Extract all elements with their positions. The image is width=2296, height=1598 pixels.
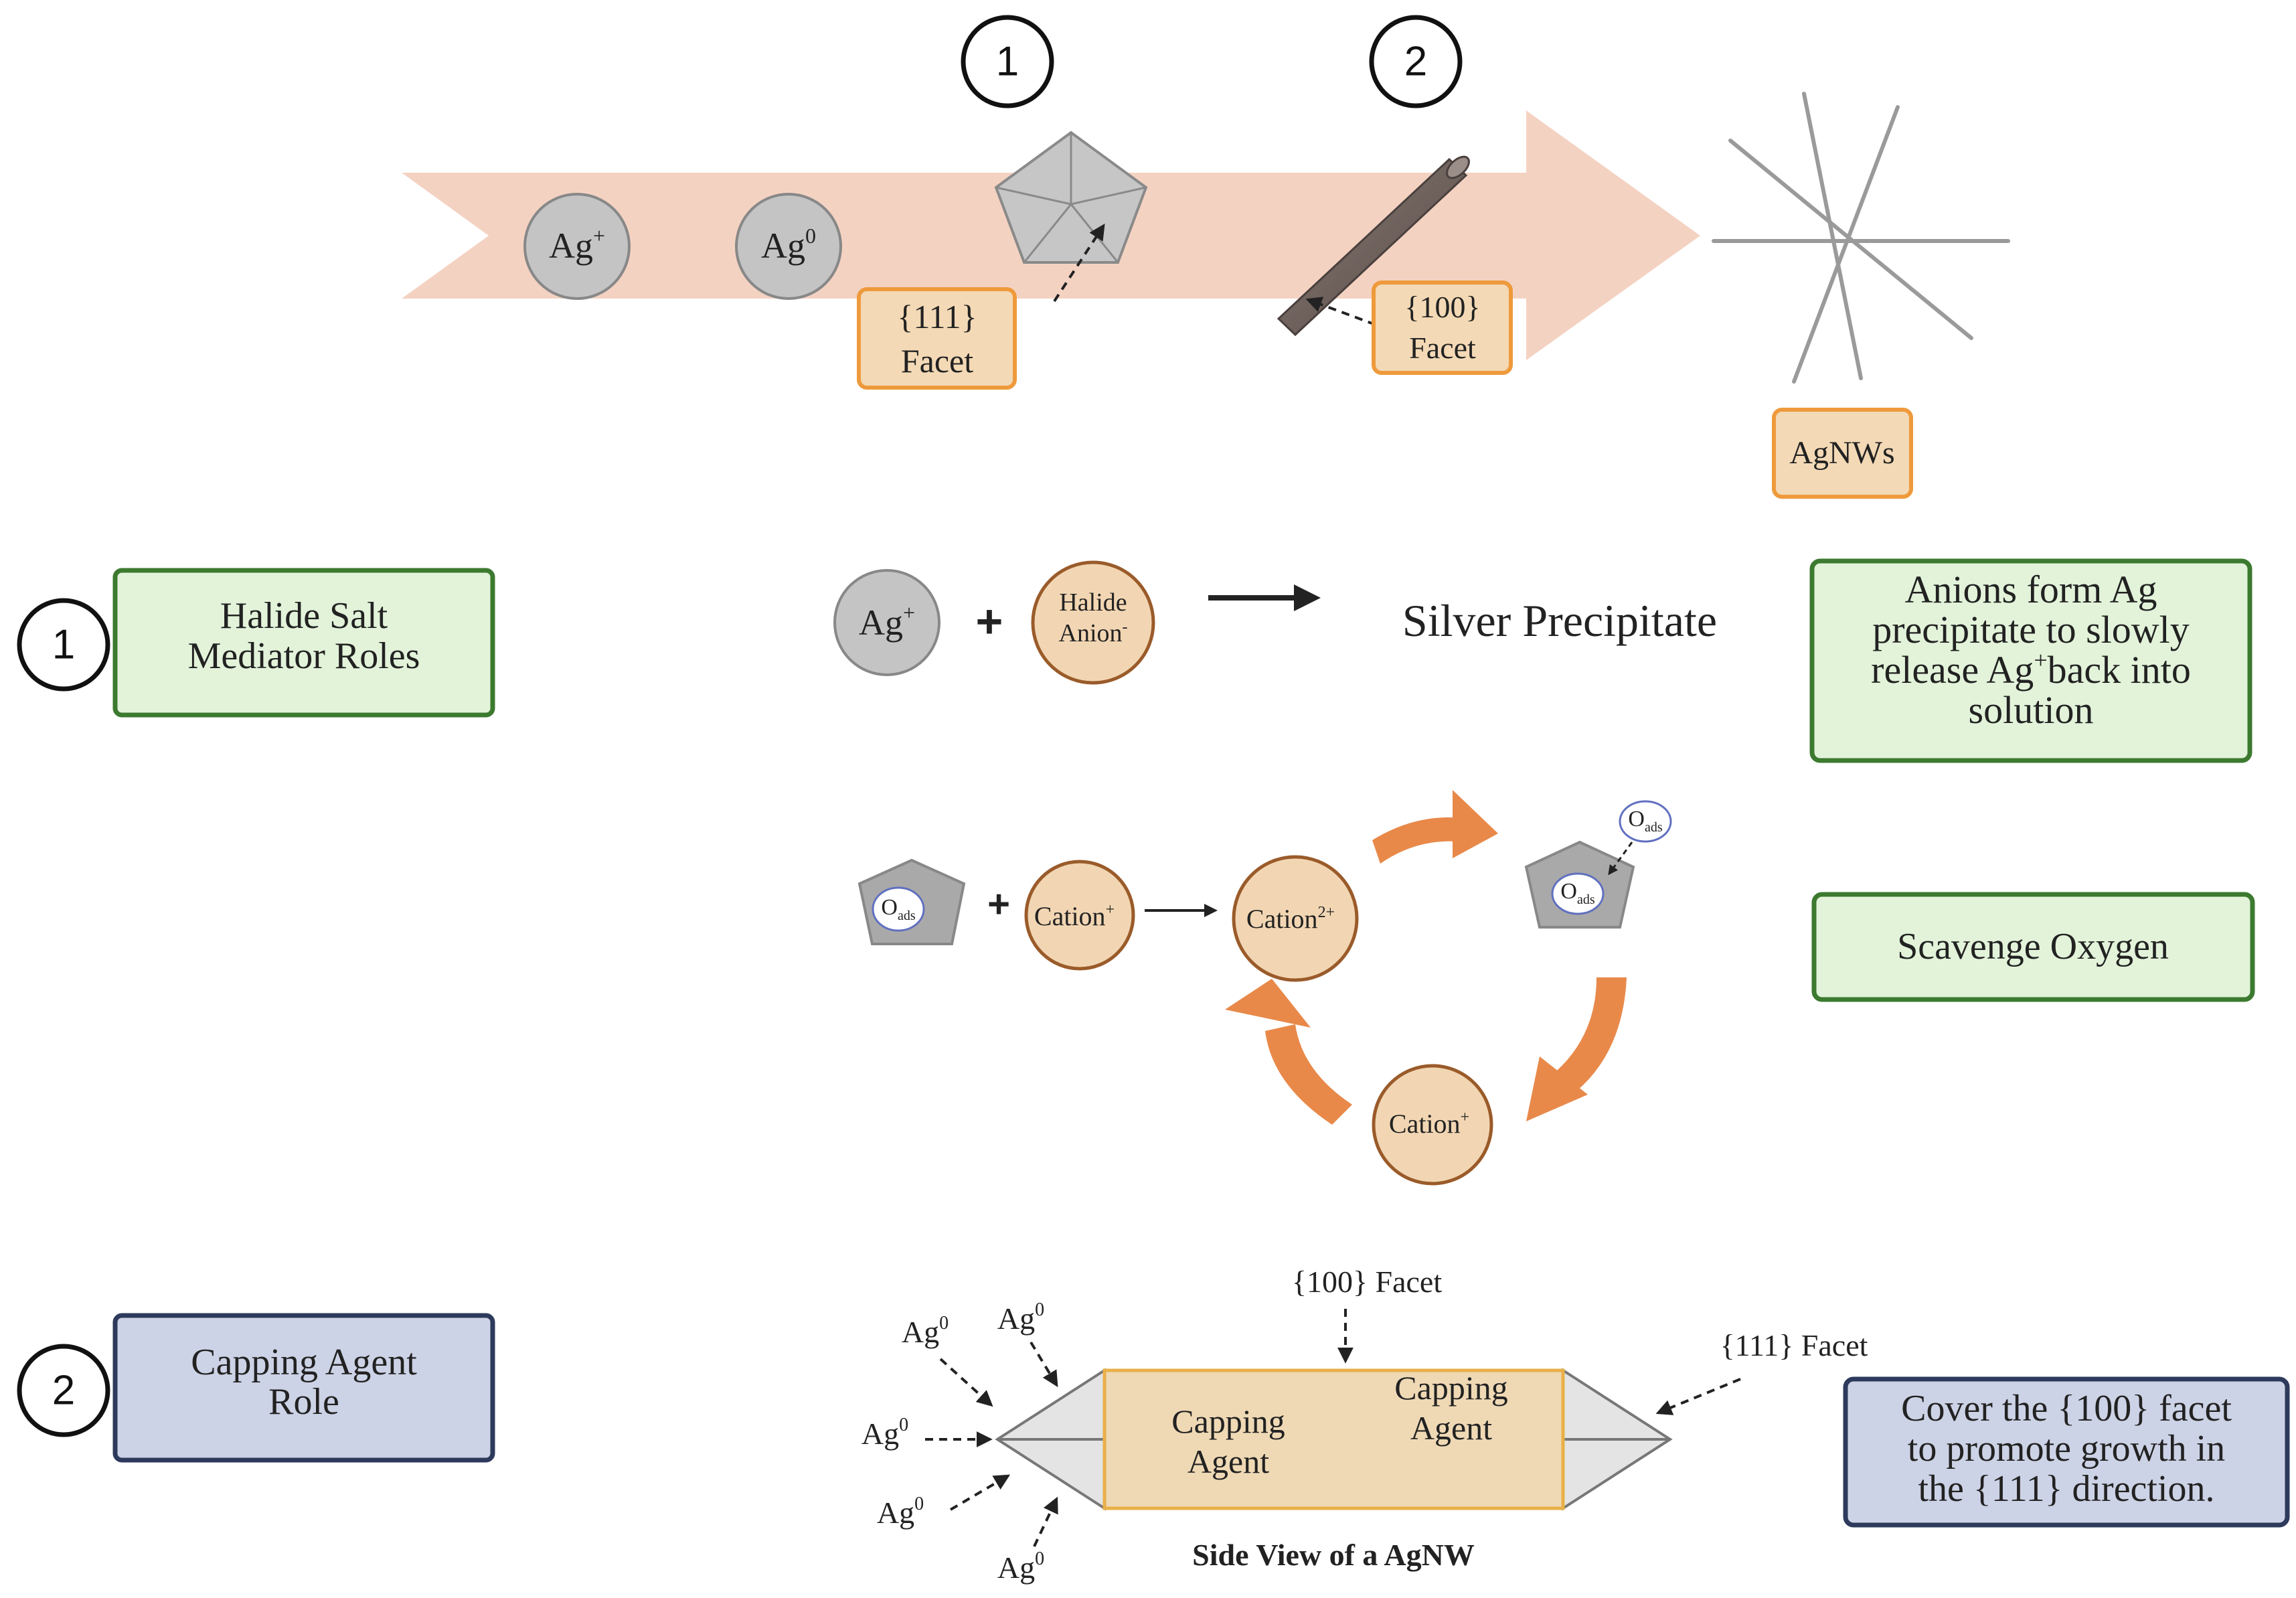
svg-text:solution: solution — [1969, 688, 2094, 732]
svg-text:Oads: Oads — [1628, 807, 1662, 835]
capping-note-box: Cover the {100} facet to promote growth … — [1843, 1376, 2290, 1528]
decahedral-seed-icon — [994, 131, 1148, 264]
ag-ion-label: Ag — [549, 226, 593, 266]
svg-text:Scavenge Oxygen: Scavenge Oxygen — [1897, 926, 2169, 967]
svg-text:Cation2+: Cation2+ — [1246, 904, 1335, 934]
svg-text:Agent: Agent — [1410, 1409, 1492, 1447]
halide-plus-sign: + — [976, 595, 1003, 647]
section-1-marker: 1 — [17, 598, 110, 692]
cycle-arrow-left — [1225, 979, 1352, 1125]
oxygen-plus-sign: + — [987, 882, 1010, 926]
svg-text:Ag0: Ag0 — [862, 1415, 908, 1451]
svg-text:Halide: Halide — [1059, 588, 1127, 617]
nanorod-icon — [1277, 155, 1470, 337]
svg-text:Ag+: Ag+ — [859, 601, 915, 643]
facet100-pointer — [1305, 297, 1376, 326]
facet111-label-box: {111} Facet — [857, 287, 1017, 390]
svg-text:Ag0: Ag0 — [877, 1494, 924, 1530]
side-view-caption: Side View of a AgNW — [1192, 1538, 1475, 1572]
ag0-label-4: Ag0 — [877, 1474, 1011, 1530]
svg-text:Anions form Ag: Anions form Ag — [1905, 568, 2157, 611]
ag-atom-sphere: Ag0 — [735, 193, 842, 300]
nanowire-network-icon — [1712, 92, 2010, 384]
svg-text:Halide Salt: Halide Salt — [220, 595, 388, 637]
facet100-label-box: {100} Facet — [1372, 281, 1513, 375]
facet111-pointer — [1053, 223, 1105, 303]
svg-text:Ag0: Ag0 — [902, 1313, 949, 1349]
svg-text:Mediator Roles: Mediator Roles — [188, 635, 420, 677]
ag0-label-3: Ag0 — [862, 1415, 993, 1451]
svg-text:Ag0: Ag0 — [997, 1299, 1044, 1336]
cation-2plus-sphere: Cation2+ — [1232, 855, 1359, 982]
svg-text:Facet: Facet — [901, 342, 973, 380]
cation-plus-sphere: Cation+ — [1024, 860, 1135, 971]
svg-text:Capping Agent: Capping Agent — [191, 1342, 417, 1383]
halide-anion-sphere: Halide Anion- — [1031, 560, 1155, 685]
ag0-label-5: Ag0 — [997, 1496, 1058, 1585]
step-2-marker: 2 — [1369, 15, 1463, 108]
step-1-number: 1 — [996, 39, 1019, 85]
cation-bottom-sphere: Cation+ — [1372, 1064, 1493, 1186]
capping-facet111-pointer — [1655, 1378, 1741, 1415]
step-2-number: 2 — [1404, 39, 1427, 85]
capping-facet100-label: {100} Facet — [1292, 1265, 1442, 1299]
halide-title-box: Halide Salt Mediator Roles — [112, 568, 495, 718]
svg-text:{111}: {111} — [897, 298, 977, 335]
anion-note-box: Anions form Ag precipitate to slowly rel… — [1809, 558, 2252, 763]
svg-text:Ag+: Ag+ — [549, 224, 605, 266]
svg-text:Anion-: Anion- — [1059, 619, 1128, 647]
svg-text:Cover the {100} facet: Cover the {100} facet — [1901, 1388, 2232, 1429]
svg-text:1: 1 — [52, 622, 75, 668]
agnws-label-box: AgNWs — [1772, 408, 1913, 499]
ag-atom-label: Ag — [761, 226, 805, 266]
svg-text:to promote growth in: to promote growth in — [1908, 1428, 2225, 1469]
agnw-side-view: Capping Agent Capping Agent — [995, 1368, 1673, 1511]
svg-text:Oads: Oads — [1560, 879, 1594, 907]
ag0-label-2: Ag0 — [997, 1299, 1058, 1388]
capping-title-box: Capping Agent Role — [112, 1313, 495, 1463]
svg-text:Capping: Capping — [1171, 1403, 1285, 1440]
svg-text:AgNWs: AgNWs — [1789, 435, 1894, 471]
cycle-arrow-right — [1526, 977, 1627, 1121]
capping-facet111-label: {111} Facet — [1720, 1328, 1868, 1362]
section-2-marker: 2 — [17, 1344, 110, 1437]
cycle-arrow-top — [1372, 790, 1498, 864]
svg-text:Role: Role — [268, 1381, 339, 1423]
svg-text:precipitate to slowly: precipitate to slowly — [1872, 608, 2190, 651]
halide-ag-ion-sphere: Ag+ — [833, 569, 940, 676]
ag0-label-1: Ag0 — [902, 1313, 993, 1407]
seed-with-oxygen-icon: Oads — [857, 858, 966, 945]
svg-text:Cation+: Cation+ — [1389, 1109, 1469, 1139]
svg-text:2: 2 — [52, 1368, 75, 1414]
svg-text:Facet: Facet — [1409, 331, 1476, 365]
svg-text:the {111} direction.: the {111} direction. — [1918, 1468, 2214, 1510]
scavenge-oxygen-note-box: Scavenge Oxygen — [1811, 892, 2255, 1002]
ag-ion-sphere: Ag+ — [523, 193, 631, 300]
svg-text:Capping: Capping — [1394, 1369, 1507, 1407]
svg-text:Oads: Oads — [881, 895, 915, 923]
step-1-marker: 1 — [961, 15, 1054, 108]
svg-text:Ag0: Ag0 — [761, 224, 816, 266]
svg-text:Cation+: Cation+ — [1034, 901, 1115, 931]
svg-text:Agent: Agent — [1187, 1443, 1269, 1480]
silver-precipitate-label: Silver Precipitate — [1402, 595, 1717, 646]
svg-text:release Ag+back into: release Ag+back into — [1871, 647, 2191, 692]
svg-text:{100}: {100} — [1404, 290, 1480, 324]
svg-text:Ag0: Ag0 — [997, 1548, 1044, 1585]
seed-adsorbing-oxygen-icon: Oads Oads — [1524, 800, 1672, 929]
